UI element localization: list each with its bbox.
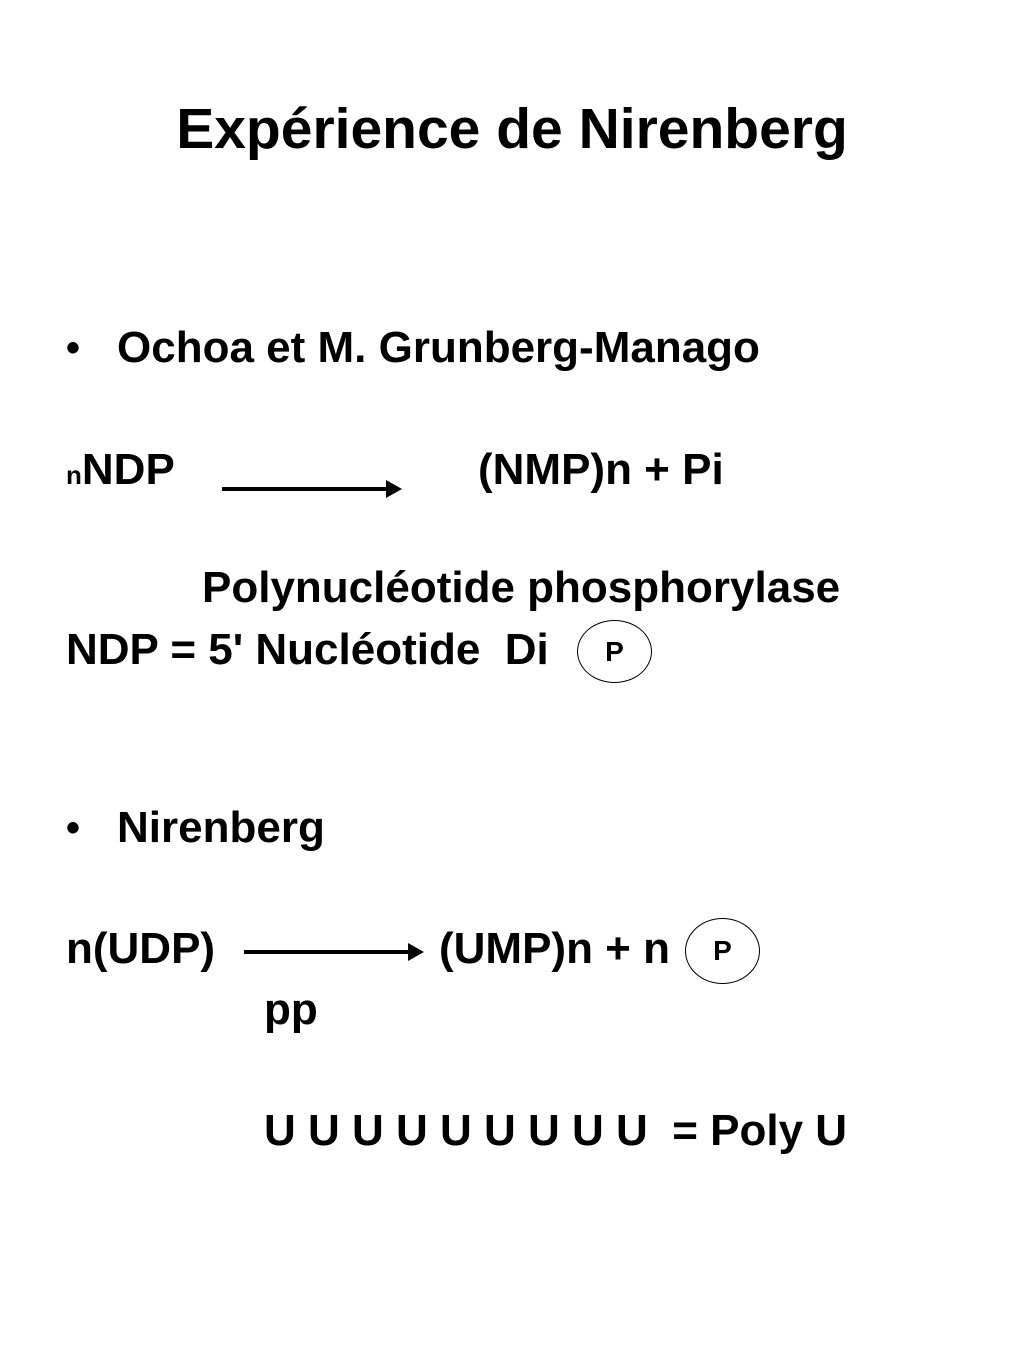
ndp-subscript-n: n <box>66 460 82 490</box>
enzyme-name: Polynucléotide phosphorylase <box>202 563 841 612</box>
phosphate-label-2: P <box>713 935 732 966</box>
nirenberg-heading: Nirenberg <box>117 803 325 852</box>
reaction-arrow-1 <box>222 480 402 498</box>
pp-label: pp <box>264 985 318 1034</box>
page-title: Expérience de Nirenberg <box>176 97 848 161</box>
phosphate-circle-2: P <box>685 918 760 984</box>
phosphate-label-1: P <box>605 635 624 667</box>
bullet-nirenberg: • <box>66 806 81 850</box>
ndp-label: NDP <box>81 445 175 494</box>
phosphate-circle-1: P <box>577 620 652 683</box>
ndp-reactant: nNDP <box>66 444 175 501</box>
udp-reactant: n(UDP) <box>66 924 216 973</box>
ndp-definition: NDP = 5' Nucléotide Di <box>66 625 549 674</box>
ump-product: (UMP)n + n <box>439 924 670 973</box>
ochoa-heading: Ochoa et M. Grunberg-Manago <box>117 323 760 372</box>
nmp-product: (NMP)n + Pi <box>478 445 724 494</box>
bullet-ochoa: • <box>66 326 81 370</box>
poly-u-sequence: U U U U U U U U U = Poly U <box>264 1106 848 1155</box>
reaction-arrow-2 <box>244 943 424 961</box>
